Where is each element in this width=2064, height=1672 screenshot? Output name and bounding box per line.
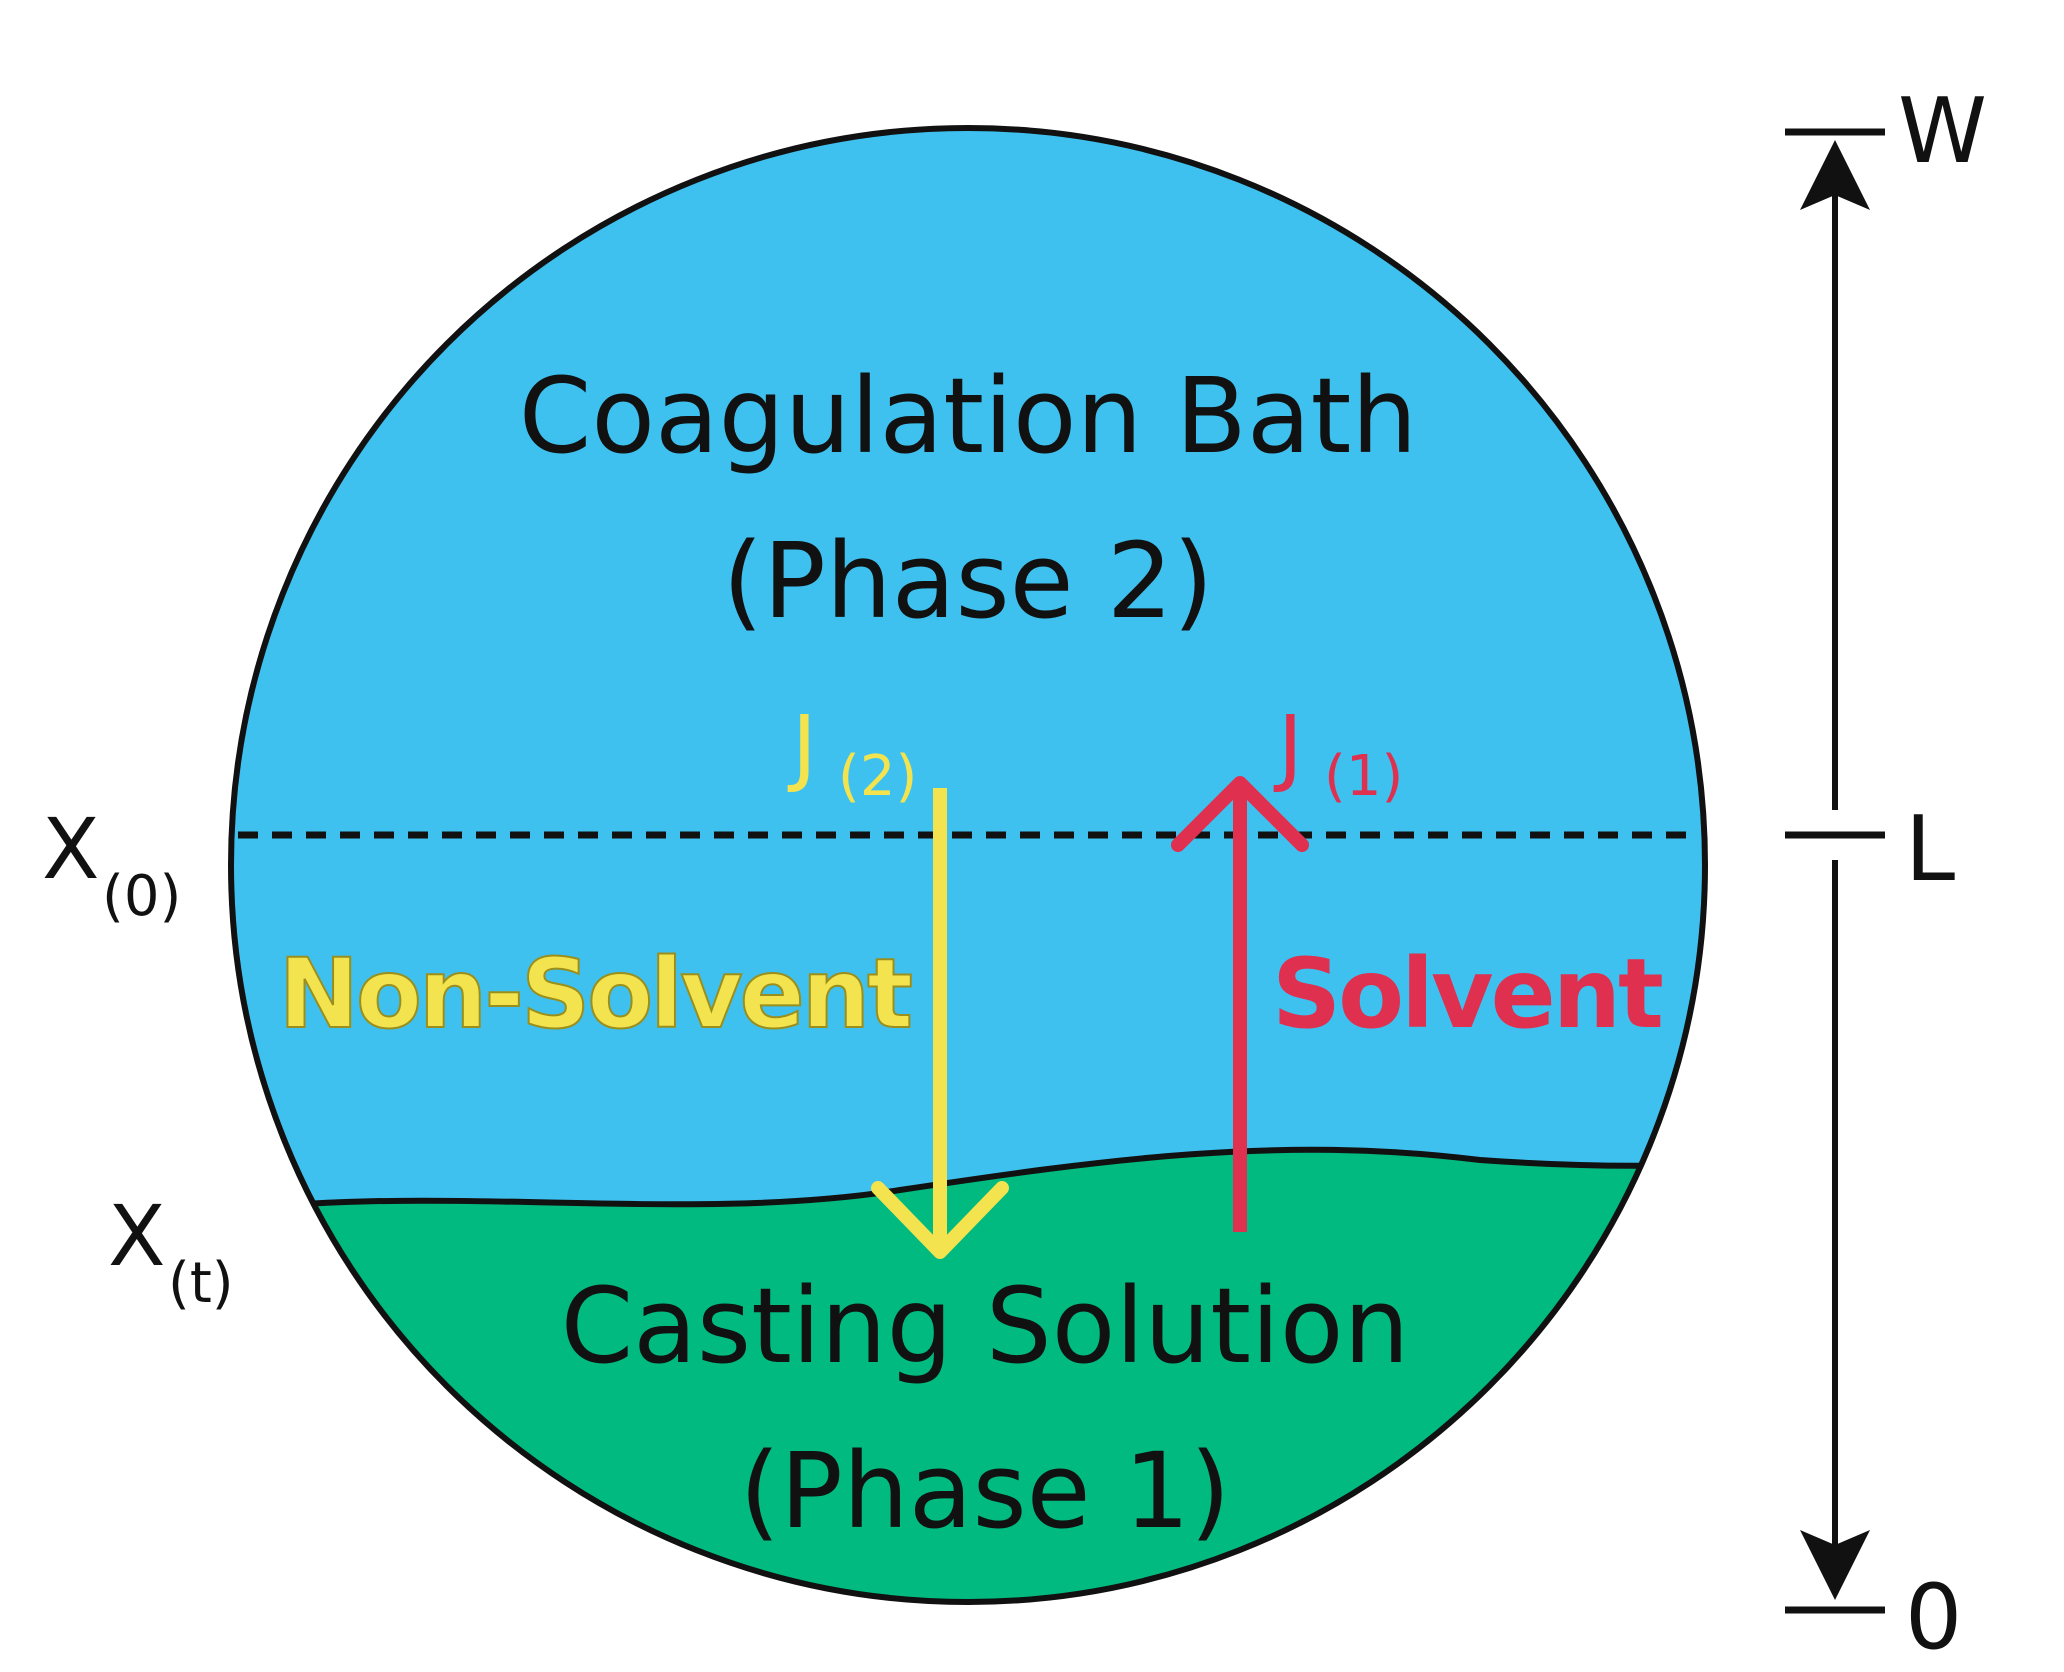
- nonsolvent-flux: J (2) Non-Solvent: [278, 697, 1009, 1259]
- casting-label-line1: Casting Solution: [561, 1265, 1410, 1387]
- bath-label-line1: Coagulation Bath: [519, 355, 1418, 477]
- nonsolvent-flux-symbol: J: [787, 697, 817, 795]
- thickness-scale: W L 0: [1785, 79, 1987, 1670]
- initial-interface-subscript: (0): [102, 864, 181, 929]
- moving-interface-line: [231, 1146, 1705, 1218]
- nonsolvent-flux-subscript: (2): [838, 744, 917, 809]
- solvent-flux-symbol: J: [1273, 697, 1303, 795]
- scale-label-bottom: 0: [1905, 1565, 1962, 1667]
- moving-interface-symbol: X: [108, 1187, 166, 1285]
- casting-label-line2: (Phase 1): [740, 1430, 1231, 1552]
- moving-interface-marker: X (t): [108, 1187, 234, 1316]
- scale-label-top: W: [1898, 79, 1987, 184]
- initial-interface-symbol: X: [42, 800, 100, 898]
- casting-solution-region: [231, 1149, 1705, 1602]
- circle-contents: [231, 128, 1705, 1602]
- scale-lower-arrowhead: [1800, 1530, 1870, 1600]
- scale-upper-arrowhead: [1800, 140, 1870, 210]
- solvent-flux: J (1) Solvent: [1171, 697, 1665, 1232]
- solvent-flux-subscript: (1): [1324, 744, 1403, 809]
- circle-outline: [228, 125, 1708, 1605]
- moving-interface-subscript: (t): [168, 1251, 234, 1316]
- nonsolvent-arrow-head: [871, 1181, 1009, 1259]
- nonsolvent-label: Non-Solvent: [279, 938, 912, 1050]
- scale-label-middle: L: [1905, 797, 1955, 902]
- solvent-label: Solvent: [1272, 938, 1662, 1050]
- initial-interface-marker: X (0): [42, 800, 181, 929]
- solvent-arrow-head: [1171, 776, 1309, 852]
- bath-label-line2: (Phase 2): [723, 520, 1214, 642]
